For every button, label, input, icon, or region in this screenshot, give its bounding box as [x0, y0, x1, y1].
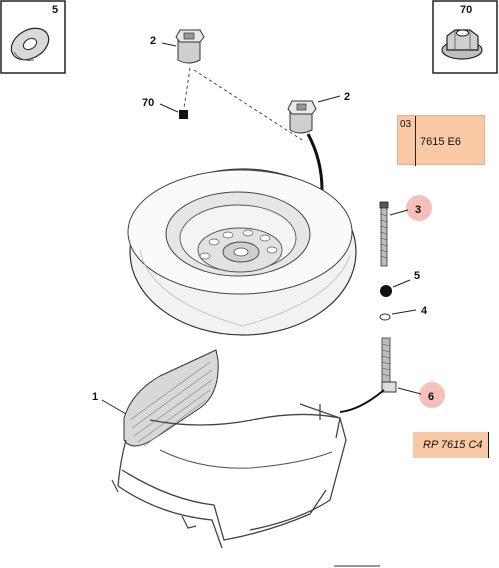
callout-2-upper: 2	[150, 35, 156, 47]
inset-label-70: 70	[460, 4, 472, 16]
separator	[415, 116, 416, 166]
reference-number: RP 7615 C4	[423, 439, 483, 451]
reference-box-7615-e6[interactable]: 03 7615 E6	[397, 115, 485, 166]
link-cable	[339, 389, 385, 413]
reference-code: 03	[400, 119, 412, 130]
callout-2-lower: 2	[344, 91, 350, 103]
callout-3: 3	[415, 204, 421, 216]
spacer-block-upper	[175, 29, 205, 64]
flange-nut-icon	[441, 29, 483, 60]
callout-4: 4	[421, 305, 428, 317]
callout-highlight	[406, 195, 432, 221]
callout-5: 5	[414, 270, 420, 282]
assembly-line	[183, 67, 191, 109]
inset-box-washer: 5	[0, 0, 66, 74]
callout-70: 70	[142, 97, 154, 109]
bolt	[379, 201, 389, 267]
spare-wheel-carrier	[111, 349, 347, 549]
inset-box-flange-nut: 70	[432, 0, 498, 74]
callout-6: 6	[428, 391, 434, 403]
spring-ring	[379, 313, 391, 321]
spare-wheel	[127, 168, 357, 336]
reference-number: 7615 E6	[420, 136, 461, 148]
washer-icon	[10, 27, 50, 61]
square-nut	[179, 110, 188, 119]
callout-highlight	[419, 382, 445, 408]
spacer-block-lower	[287, 100, 317, 134]
inset-label-5: 5	[52, 4, 58, 16]
threaded-hook	[381, 337, 397, 393]
assembly-line	[193, 69, 303, 141]
black-washer	[380, 285, 392, 297]
reference-box-rp-7615-c4[interactable]: RP 7615 C4	[413, 432, 489, 458]
callout-1: 1	[92, 391, 98, 403]
